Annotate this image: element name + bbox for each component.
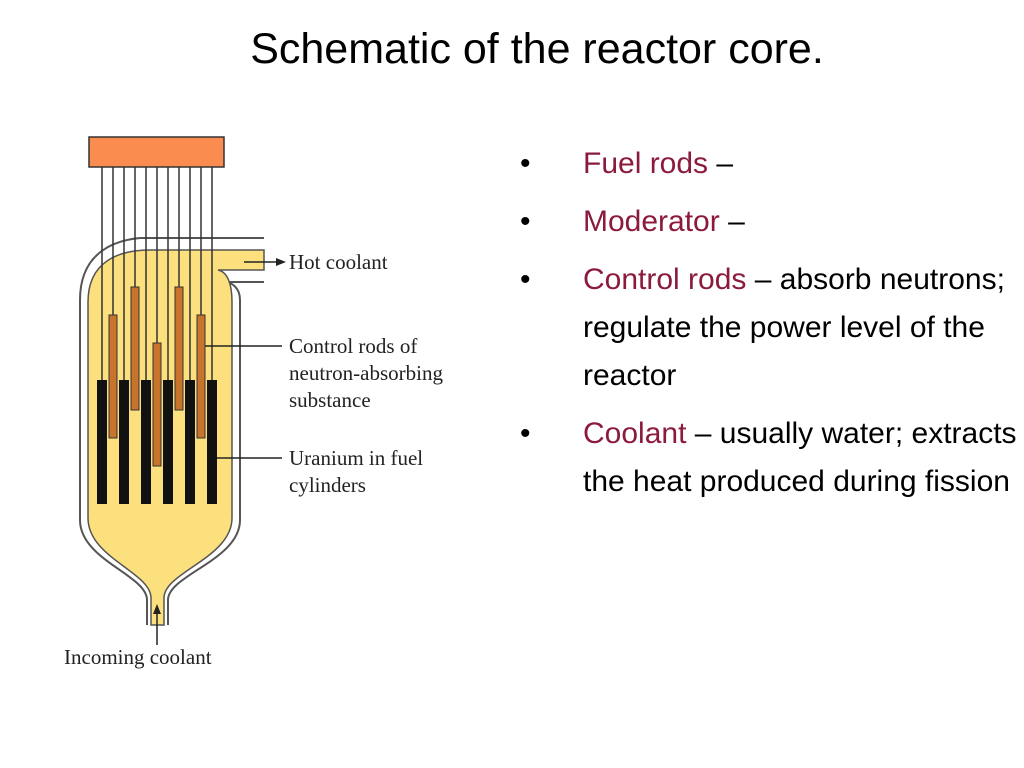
bullet-marker: •: [520, 417, 531, 450]
control-rod: [196, 314, 206, 439]
control-rods-label-line1: Control rods of: [289, 334, 417, 358]
bullet-text: –: [708, 147, 734, 180]
suspension-wires: [101, 167, 213, 382]
fuel-rod: [185, 380, 195, 504]
fuel-rods: [97, 380, 217, 504]
bullet-marker: •: [520, 205, 531, 238]
fuel-rod: [141, 380, 151, 504]
bullet-term: Moderator: [583, 205, 720, 238]
control-rod: [152, 342, 162, 467]
uranium-label-line1: Uranium in fuel: [289, 446, 423, 470]
hot-coolant-arrow: [244, 258, 286, 266]
bullet-text: – usually water; extracts the heat produ…: [583, 417, 1017, 498]
uranium-label-line2: cylinders: [289, 473, 366, 497]
fuel-rod: [207, 380, 217, 504]
bullet-term: Coolant: [583, 417, 687, 450]
control-drive-block: [88, 136, 225, 168]
bullet-item: • Control rods – absorb neutrons; regula…: [520, 256, 1020, 400]
incoming-coolant-label: Incoming coolant: [64, 645, 212, 669]
bullet-item: • Moderator –: [520, 198, 1020, 246]
bullet-text: – absorb neutrons; regulate the power le…: [583, 263, 1005, 392]
control-rods: [108, 286, 206, 467]
fuel-rod: [119, 380, 129, 504]
fuel-rod: [97, 380, 107, 504]
control-rods-label-line2: neutron-absorbing: [289, 361, 443, 385]
control-rods-label-line3: substance: [289, 388, 371, 412]
control-rod: [108, 314, 118, 439]
bullet-marker: •: [520, 263, 531, 296]
control-rod: [174, 286, 184, 411]
incoming-coolant-arrow: [153, 604, 161, 645]
fuel-rod: [163, 380, 173, 504]
bullet-list: • Fuel rods – • Moderator – • Control ro…: [520, 140, 1020, 516]
control-rod: [130, 286, 140, 411]
bullet-text: –: [719, 205, 745, 238]
bullet-item: • Coolant – usually water; extracts the …: [520, 410, 1020, 506]
slide-title: Schematic of the reactor core.: [250, 25, 824, 73]
reactor-core-diagram: Hot coolant Control rods of neutron-abso…: [64, 136, 443, 669]
bullet-term: Control rods: [583, 263, 747, 296]
bullet-term: Fuel rods: [583, 147, 709, 180]
bullet-marker: •: [520, 147, 531, 180]
bullet-item: • Fuel rods –: [520, 140, 1020, 188]
vessel-outer-wall-right: [167, 281, 264, 625]
hot-coolant-label: Hot coolant: [289, 250, 388, 274]
